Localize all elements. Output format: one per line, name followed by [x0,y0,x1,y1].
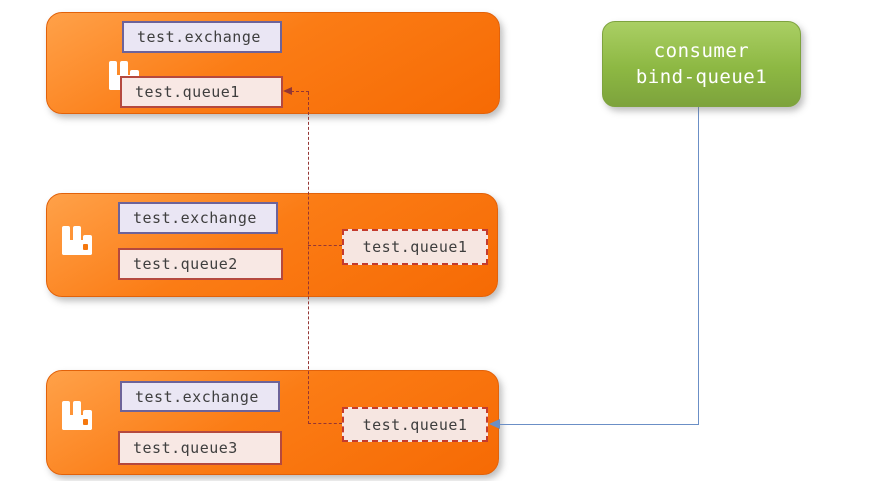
binding-connector-middle [308,245,342,246]
rabbitmq-icon-part [72,401,81,421]
rabbitmq-icon-part [72,226,81,246]
binding-arrowhead-icon [283,87,292,95]
binding-connector-vertical [308,92,309,424]
rabbitmq-icon-hole [82,419,88,425]
queue-label-broker2: test.queue2 [118,248,283,280]
bound-queue-label-broker2: test.queue1 [342,229,488,265]
consumer-arrowhead-icon [489,419,500,429]
consumer-subtitle: bind-queue1 [635,66,768,88]
rabbitmq-icon [62,226,92,255]
exchange-label-broker3: test.exchange [120,381,280,412]
consumer-connector-vertical [698,105,699,425]
rabbitmq-icon-part [62,415,92,430]
consumer-title: consumer [653,40,750,62]
binding-connector-bottom [308,423,342,424]
bound-queue-label-broker3: test.queue1 [342,407,488,442]
rabbitmq-icon-part [62,240,92,255]
binding-connector-top [291,91,309,92]
consumer-node: consumer bind-queue1 [602,21,801,107]
rabbitmq-icon-hole [82,244,88,250]
exchange-label-broker1: test.exchange [122,21,282,53]
exchange-label-broker2: test.exchange [118,202,278,234]
queue-label-broker1: test.queue1 [120,76,283,108]
rabbitmq-icon-part [119,61,128,81]
consumer-connector-horizontal [499,424,699,425]
rabbitmq-icon [62,401,92,430]
queue-label-broker3: test.queue3 [118,431,282,465]
